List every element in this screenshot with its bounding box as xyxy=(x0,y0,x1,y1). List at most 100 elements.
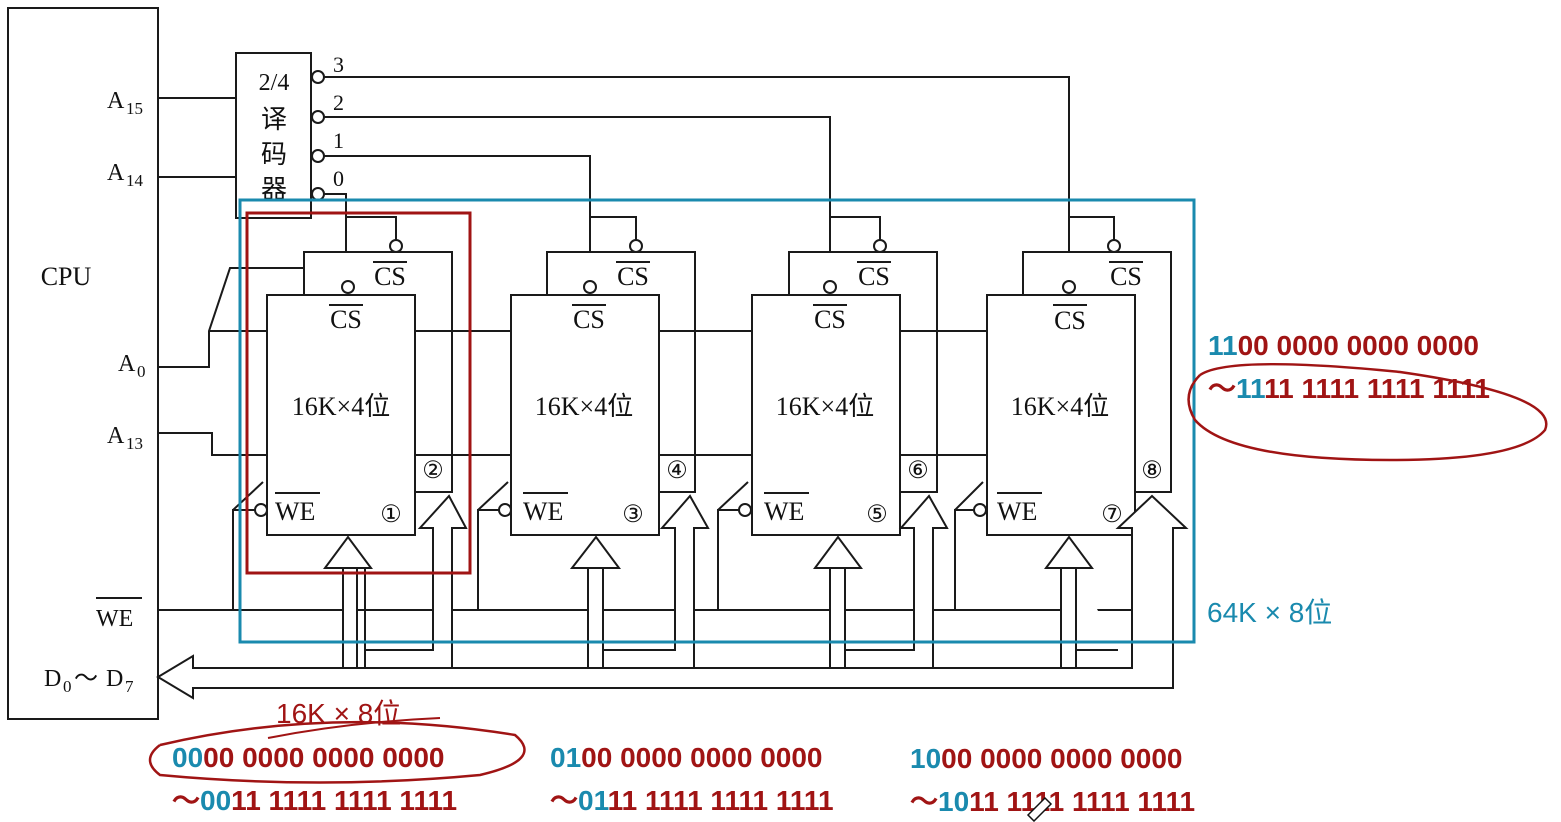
address-range-1: 0000 0000 0000 0000 ～0011 1111 1111 1111 xyxy=(148,720,526,816)
chip-front-3-cs-label: CS xyxy=(573,305,605,334)
chip-back-2-cs-bubble xyxy=(389,239,403,253)
svg-text:15: 15 xyxy=(126,99,143,118)
wire-decoder-out-3 xyxy=(324,76,1070,281)
wire-cs-back-1 xyxy=(346,216,397,242)
svg-text:～0111 1111 1111 1111: ～0111 1111 1111 1111 xyxy=(550,785,834,816)
chip-pair-4: CS ⑧ CS 16K×4位 WE ⑦ xyxy=(973,239,1172,536)
chip-back-4-cs-bubble xyxy=(629,239,643,253)
svg-text:0100 0000 0000 0000: 0100 0000 0000 0000 xyxy=(550,742,823,773)
svg-text:0000 0000 0000 0000: 0000 0000 0000 0000 xyxy=(172,742,445,773)
chip-pair-2: CS ④ CS 16K×4位 WE ③ xyxy=(498,239,696,536)
chip-back-6-number: ⑥ xyxy=(907,458,929,484)
decoder-block xyxy=(235,52,312,219)
svg-text:WE: WE xyxy=(96,606,133,632)
cpu-block xyxy=(7,7,159,720)
decoder-line-1: 2/4 xyxy=(259,70,290,96)
chip-front-1 xyxy=(266,294,416,536)
chip-front-5-capacity: 16K×4位 xyxy=(776,392,874,421)
chip-front-5-we-bubble xyxy=(738,503,752,517)
pen-cursor-icon xyxy=(1026,796,1053,822)
cpu-label: CPU xyxy=(41,262,92,291)
chip-front-3-we-bubble xyxy=(498,503,512,517)
wire-cs-back-2 xyxy=(590,216,637,242)
decoder-line-2: 译 xyxy=(261,105,287,134)
svg-text:D: D xyxy=(44,666,61,692)
svg-text:14: 14 xyxy=(126,171,144,190)
address-bus xyxy=(158,267,987,456)
chip-back-8-number: ⑧ xyxy=(1141,458,1163,484)
pin-a14-label: A 14 xyxy=(107,160,144,190)
decoder-out-1-label: 1 xyxy=(333,128,344,153)
chip-front-5-number: ⑤ xyxy=(866,502,888,528)
svg-text:0: 0 xyxy=(137,362,146,381)
chip-front-3-capacity: 16K×4位 xyxy=(535,392,633,421)
wire-decoder-out-1 xyxy=(324,155,591,281)
svg-text:A: A xyxy=(107,88,125,114)
chip-pair-1: CS ② CS 16K×4位 WE ① xyxy=(254,239,453,536)
data-bus xyxy=(156,494,1189,700)
pin-a13-label: A 13 xyxy=(107,423,143,453)
chip-front-1-cs-bubble xyxy=(341,280,355,294)
total-capacity-label: 64K × 8位 xyxy=(1207,597,1332,628)
chip-front-3-we-label: WE xyxy=(523,497,563,526)
chip-front-7-we-bubble xyxy=(973,503,987,517)
chip-pair-3: CS ⑥ CS 16K×4位 WE ⑤ xyxy=(738,239,938,536)
address-range-3: 1000 0000 0000 0000 ～1011 1111 1111 1111 xyxy=(910,743,1195,817)
chip-front-1-capacity: 16K×4位 xyxy=(292,392,390,421)
svg-text:D: D xyxy=(106,666,123,692)
chip-front-5 xyxy=(751,294,901,536)
pin-we-label: WE xyxy=(96,597,142,632)
chip-back-8-cs-bubble xyxy=(1107,239,1121,253)
wire-decoder-out-2 xyxy=(324,116,831,281)
svg-text:A: A xyxy=(118,351,136,377)
chip-front-5-cs-label: CS xyxy=(814,305,846,334)
decoder-out-2-label: 2 xyxy=(333,90,344,115)
wire-cs-back-3 xyxy=(830,216,881,242)
chip-back-6-cs-label: CS xyxy=(858,262,890,291)
group-underline-stroke xyxy=(267,717,441,739)
svg-text:7: 7 xyxy=(125,677,134,696)
svg-text:A: A xyxy=(107,160,125,186)
chip-front-5-we-label: WE xyxy=(764,497,804,526)
chip-back-4-cs-label: CS xyxy=(617,262,649,291)
pin-a15-label: A 15 xyxy=(107,88,143,118)
svg-text:～0011 1111 1111 1111: ～0011 1111 1111 1111 xyxy=(172,785,457,816)
pin-a0-label: A 0 xyxy=(118,351,146,381)
chip-back-2-cs-label: CS xyxy=(374,262,406,291)
svg-text:0: 0 xyxy=(63,677,72,696)
chip-back-8-cs-label: CS xyxy=(1110,262,1142,291)
chip-front-3 xyxy=(510,294,660,536)
chip-front-7-capacity: 16K×4位 xyxy=(1011,392,1109,421)
64k-module-highlight xyxy=(238,198,1196,644)
svg-text:～1111 1111 1111 1111: ～1111 1111 1111 1111 xyxy=(1208,373,1490,404)
16k-group-highlight xyxy=(245,211,472,575)
chip-front-1-we-bubble xyxy=(254,503,268,517)
chip-front-7-number: ⑦ xyxy=(1101,502,1123,528)
decoder-out-0-label: 0 xyxy=(333,166,344,191)
decoder-out-2-bubble xyxy=(311,110,325,124)
chip-front-3-number: ③ xyxy=(622,502,644,528)
chip-front-1-number: ① xyxy=(380,502,402,528)
we-bus xyxy=(158,481,1173,611)
svg-text:1100 0000 0000 0000: 1100 0000 0000 0000 xyxy=(1208,330,1479,361)
svg-text:～1011 1111 1111 1111: ～1011 1111 1111 1111 xyxy=(910,786,1195,817)
svg-text:A: A xyxy=(107,423,125,449)
chip-front-7-cs-label: CS xyxy=(1054,306,1086,335)
range-4-circle xyxy=(1187,362,1548,462)
chip-front-5-cs-bubble xyxy=(823,280,837,294)
chip-front-1-we-label: WE xyxy=(275,497,315,526)
decoder-out-0-bubble xyxy=(311,187,325,201)
svg-text:13: 13 xyxy=(126,434,143,453)
chip-front-3-cs-bubble xyxy=(583,280,597,294)
decoder-line-3: 码 xyxy=(261,140,287,169)
svg-text:1000 0000 0000 0000: 1000 0000 0000 0000 xyxy=(910,743,1183,774)
chip-back-2-number: ② xyxy=(422,458,444,484)
address-range-4: 1100 0000 0000 0000 ～1111 1111 1111 1111 xyxy=(1187,330,1548,462)
chip-front-1-cs-label: CS xyxy=(330,305,362,334)
decoder-out-3-bubble xyxy=(311,70,325,84)
svg-text:～: ～ xyxy=(74,666,98,692)
chip-front-7-cs-bubble xyxy=(1062,280,1076,294)
chip-back-4-number: ④ xyxy=(666,458,688,484)
chip-front-7 xyxy=(986,294,1136,536)
